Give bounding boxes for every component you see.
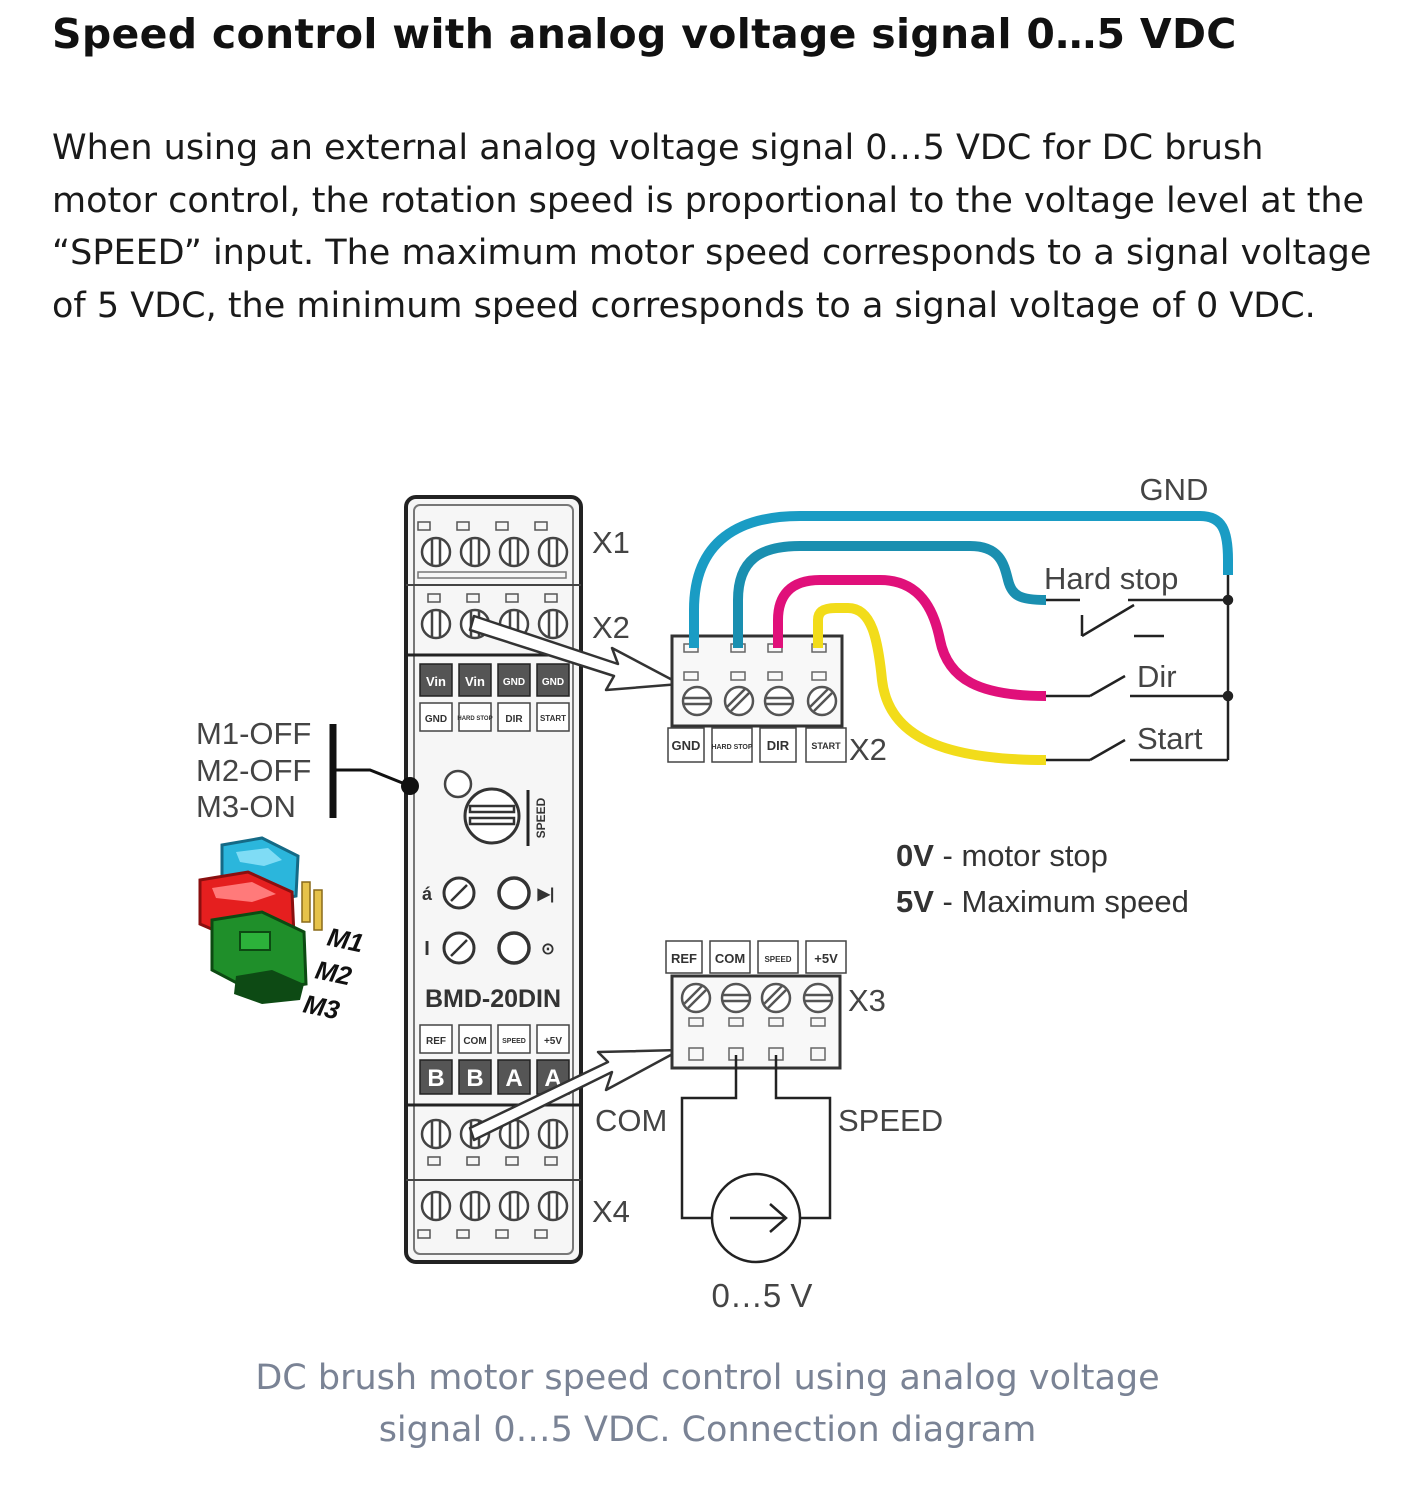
front-label-com: COM	[463, 1036, 486, 1047]
wire-dir	[773, 575, 1047, 701]
signal-label-speed: SPEED	[838, 1103, 943, 1138]
jumper-m2-setting: M2-OFF	[196, 753, 311, 788]
x3-terminal-block: REF COM SPEED +5V	[665, 940, 847, 1070]
x3-terminals	[420, 1118, 569, 1166]
wire-start	[813, 603, 1047, 765]
device-model-label: BMD-20DIN	[425, 985, 561, 1013]
svg-text:I: I	[424, 938, 430, 960]
legend-0v-value: 0V	[896, 838, 934, 873]
x4-terminals	[417, 1190, 569, 1239]
svg-text:5V - Maximum speed: 5V - Maximum speed	[896, 884, 1189, 919]
arrow-to-x2-block	[468, 614, 682, 692]
connector-label-x1: X1	[592, 525, 630, 560]
jumper-settings: M1-OFF M2-OFF M3-ON	[196, 716, 419, 824]
jumper-illustration: M1 M2 M3	[198, 836, 367, 1026]
vin-gnd-badges: Vin Vin GND GND	[419, 663, 570, 697]
x2-label-start: START	[811, 741, 841, 751]
x2-label-gnd: GND	[672, 738, 701, 753]
connector-label-x2: X2	[592, 610, 630, 645]
x2-label-hard-stop: HARD STOP	[711, 744, 752, 751]
section-heading: Speed control with analog voltage signal…	[52, 10, 1237, 58]
front-label-ref: REF	[426, 1036, 446, 1047]
legend-5v-text: - Maximum speed	[934, 884, 1189, 919]
voltage-legend: 0V - motor stop 5V - Maximum speed	[896, 838, 1189, 919]
badge-b-1: B	[427, 1065, 444, 1092]
front-label-hard-stop: HARD STOP	[457, 716, 492, 722]
wire-hard-stop	[733, 541, 1047, 648]
bottom-letter-badges: B B A A	[419, 1059, 570, 1095]
x1-terminals	[417, 521, 569, 579]
signal-source-label: 0…5 V	[712, 1277, 813, 1314]
connector-label-x3: X3	[848, 983, 886, 1018]
legend-0v-text: - motor stop	[934, 838, 1108, 873]
badge-gnd-1: GND	[503, 677, 525, 688]
x3-label-speed: SPEED	[764, 955, 791, 964]
caption-line-2: signal 0…5 VDC. Connection diagram	[378, 1410, 1037, 1450]
svg-text:0V - motor stop: 0V - motor stop	[896, 838, 1108, 873]
badge-gnd-2: GND	[542, 677, 564, 688]
speed-knob: SPEED	[463, 787, 548, 846]
front-label-speed: SPEED	[502, 1038, 526, 1045]
signal-label-com: COM	[595, 1103, 667, 1138]
wire-label-gnd: GND	[1140, 472, 1209, 507]
figure-caption: DC brush motor speed control using analo…	[0, 1352, 1415, 1456]
connector-label-x4: X4	[592, 1194, 630, 1229]
signal-source-circuit	[680, 1055, 832, 1264]
small-controls: á ▶| I ⊙	[422, 876, 555, 965]
svg-text:⊙: ⊙	[541, 941, 554, 958]
x3-label-5v: +5V	[814, 951, 838, 966]
svg-text:▶|: ▶|	[537, 886, 555, 903]
jumper-name-m2: M2	[313, 955, 355, 992]
x3-label-com: COM	[715, 951, 745, 966]
connector-label-x2-block: X2	[849, 732, 887, 767]
badge-vin-2: Vin	[465, 674, 485, 689]
x2-terminal-block: GND HARD STOP DIR START	[667, 634, 847, 763]
badge-vin-1: Vin	[426, 674, 446, 689]
status-led	[443, 769, 473, 799]
wire-gnd	[689, 511, 1233, 648]
badge-b-2: B	[466, 1065, 483, 1092]
bottom-front-labels: REF COM SPEED +5V	[419, 1024, 570, 1054]
arrow-to-x3-block	[468, 1048, 682, 1142]
front-label-gnd: GND	[425, 714, 447, 725]
front-label-start: START	[540, 714, 566, 723]
x3-label-ref: REF	[671, 951, 697, 966]
x2-label-dir: DIR	[767, 738, 790, 753]
jumper-m1-setting: M1-OFF	[196, 716, 311, 751]
caption-line-1: DC brush motor speed control using analo…	[255, 1358, 1160, 1398]
x2-terminals	[420, 593, 569, 640]
legend-5v-value: 5V	[896, 884, 934, 919]
jumper-name-m3: M3	[301, 989, 343, 1026]
front-label-5v: +5V	[544, 1036, 562, 1047]
jumper-m3-setting: M3-ON	[196, 789, 296, 824]
connection-diagram: Vin Vin GND GND GND HARD STOP DIR START …	[196, 472, 1234, 1314]
switch-circuit	[1046, 575, 1234, 762]
front-label-dir: DIR	[505, 714, 523, 725]
wire-label-dir: Dir	[1137, 659, 1177, 694]
speed-knob-label: SPEED	[534, 797, 548, 838]
badge-a-1: A	[505, 1065, 522, 1092]
jumper-name-m1: M1	[325, 922, 367, 959]
din-device: Vin Vin GND GND GND HARD STOP DIR START …	[404, 495, 583, 1264]
svg-text:á: á	[422, 884, 433, 904]
wire-label-start: Start	[1137, 721, 1203, 756]
description-paragraph: When using an external analog voltage si…	[52, 128, 1372, 326]
x2-front-labels: GND HARD STOP DIR START	[419, 702, 570, 732]
wire-label-hard-stop: Hard stop	[1044, 561, 1178, 596]
